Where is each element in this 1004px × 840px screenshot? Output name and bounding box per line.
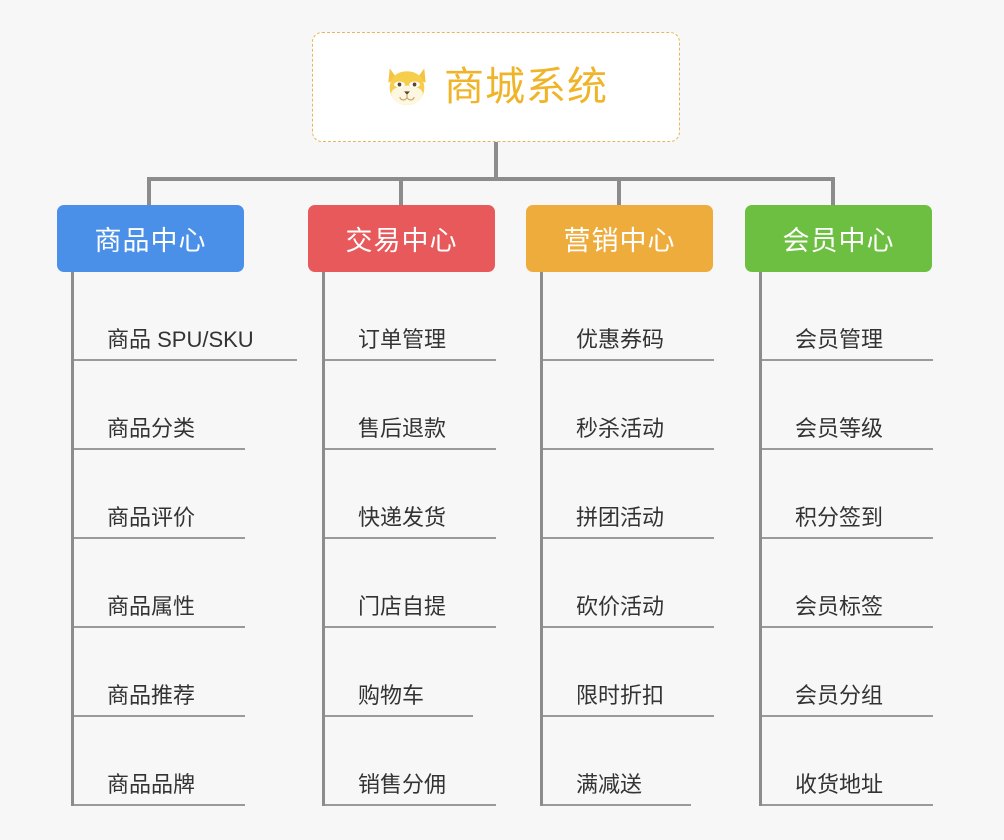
- leaf-label: 购物车: [358, 683, 425, 708]
- leaf-item[interactable]: 商品属性: [74, 539, 297, 628]
- leaf-item[interactable]: 限时折扣: [543, 628, 756, 717]
- category-header-3[interactable]: 营销中心: [526, 205, 713, 272]
- leaf-item[interactable]: 商品品牌: [74, 717, 297, 806]
- leaf-underline: [543, 715, 714, 717]
- leaf-underline: [762, 448, 933, 450]
- leaf-item[interactable]: 商品 SPU/SKU: [74, 272, 297, 361]
- leaf-item[interactable]: 商品分类: [74, 361, 297, 450]
- leaf-item[interactable]: 收货地址: [762, 717, 975, 806]
- leaf-underline: [762, 715, 933, 717]
- leaf-label: 积分签到: [795, 505, 884, 530]
- shiba-dog-icon: [388, 68, 426, 105]
- leaf-item[interactable]: 购物车: [325, 628, 538, 717]
- connector-horizontal-bus: [147, 177, 835, 181]
- leaf-underline: [74, 537, 245, 539]
- leaf-label: 秒杀活动: [576, 416, 665, 441]
- branch-column-2: 交易中心 订单管理 售后退款 快递发货 门店自提 购物车: [308, 205, 538, 806]
- leaf-underline: [543, 537, 714, 539]
- leaf-list-4: 会员管理 会员等级 积分签到 会员标签 会员分组 收货地址: [759, 272, 975, 806]
- leaf-underline: [74, 359, 297, 361]
- leaf-underline: [325, 448, 496, 450]
- category-label-2: 交易中心: [345, 226, 458, 256]
- leaf-underline: [543, 804, 691, 806]
- leaf-label: 会员标签: [795, 594, 884, 619]
- category-header-1[interactable]: 商品中心: [57, 205, 244, 272]
- category-header-4[interactable]: 会员中心: [745, 205, 932, 272]
- leaf-label: 会员管理: [795, 327, 884, 352]
- leaf-underline: [74, 715, 245, 717]
- leaf-underline: [325, 537, 496, 539]
- root-node[interactable]: 商城系统: [312, 32, 680, 142]
- leaf-label: 拼团活动: [576, 505, 665, 530]
- leaf-label: 售后退款: [358, 416, 447, 441]
- leaf-underline: [543, 359, 714, 361]
- leaf-list-1: 商品 SPU/SKU 商品分类 商品评价 商品属性 商品推荐 商品品牌: [71, 272, 297, 806]
- leaf-item[interactable]: 会员管理: [762, 272, 975, 361]
- leaf-label: 订单管理: [358, 327, 447, 352]
- leaf-label: 砍价活动: [576, 594, 665, 619]
- leaf-item[interactable]: 会员标签: [762, 539, 975, 628]
- leaf-item[interactable]: 拼团活动: [543, 450, 756, 539]
- category-label-1: 商品中心: [94, 226, 207, 256]
- branch-column-1: 商品中心 商品 SPU/SKU 商品分类 商品评价 商品属性 商品推荐: [57, 205, 297, 806]
- leaf-item[interactable]: 订单管理: [325, 272, 538, 361]
- leaf-label: 会员分组: [795, 683, 884, 708]
- leaf-label: 商品推荐: [107, 683, 196, 708]
- leaf-item[interactable]: 积分签到: [762, 450, 975, 539]
- leaf-underline: [762, 537, 933, 539]
- leaf-label: 商品属性: [107, 594, 196, 619]
- leaf-underline: [74, 804, 245, 806]
- connector-root-stem: [494, 142, 498, 180]
- leaf-label: 优惠券码: [576, 327, 665, 352]
- leaf-label: 快递发货: [358, 505, 447, 530]
- leaf-label: 商品品牌: [107, 772, 196, 797]
- leaf-item[interactable]: 会员分组: [762, 628, 975, 717]
- category-header-2[interactable]: 交易中心: [308, 205, 495, 272]
- leaf-label: 门店自提: [358, 594, 447, 619]
- leaf-item[interactable]: 优惠券码: [543, 272, 756, 361]
- connector-drop-2: [399, 177, 403, 208]
- leaf-item[interactable]: 门店自提: [325, 539, 538, 628]
- leaf-underline: [74, 626, 245, 628]
- leaf-item[interactable]: 满减送: [543, 717, 756, 806]
- leaf-item[interactable]: 会员等级: [762, 361, 975, 450]
- leaf-label: 收货地址: [795, 772, 884, 797]
- category-label-4: 会员中心: [782, 226, 895, 256]
- leaf-item[interactable]: 秒杀活动: [543, 361, 756, 450]
- leaf-label: 会员等级: [795, 416, 884, 441]
- leaf-underline: [762, 359, 933, 361]
- leaf-item[interactable]: 砍价活动: [543, 539, 756, 628]
- leaf-item[interactable]: 销售分佣: [325, 717, 538, 806]
- leaf-label: 商品分类: [107, 416, 196, 441]
- leaf-label: 商品 SPU/SKU: [107, 327, 254, 352]
- branch-column-4: 会员中心 会员管理 会员等级 积分签到 会员标签 会员分组: [745, 205, 975, 806]
- leaf-list-3: 优惠券码 秒杀活动 拼团活动 砍价活动 限时折扣 满减送: [540, 272, 756, 806]
- leaf-underline: [543, 448, 714, 450]
- category-label-3: 营销中心: [563, 226, 676, 256]
- leaf-label: 满减送: [576, 772, 643, 797]
- leaf-underline: [325, 359, 496, 361]
- leaf-underline: [325, 715, 473, 717]
- root-title: 商城系统: [444, 65, 608, 109]
- leaf-underline: [74, 448, 245, 450]
- leaf-item[interactable]: 商品推荐: [74, 628, 297, 717]
- leaf-label: 商品评价: [107, 505, 196, 530]
- leaf-underline: [762, 626, 933, 628]
- leaf-item[interactable]: 售后退款: [325, 361, 538, 450]
- leaf-label: 销售分佣: [358, 772, 447, 797]
- connector-drop-4: [831, 177, 835, 208]
- connector-drop-3: [617, 177, 621, 208]
- leaf-underline: [325, 626, 496, 628]
- leaf-label: 限时折扣: [576, 683, 665, 708]
- leaf-underline: [543, 626, 714, 628]
- branch-column-3: 营销中心 优惠券码 秒杀活动 拼团活动 砍价活动 限时折扣: [526, 205, 756, 806]
- leaf-item[interactable]: 快递发货: [325, 450, 538, 539]
- leaf-item[interactable]: 商品评价: [74, 450, 297, 539]
- leaf-list-2: 订单管理 售后退款 快递发货 门店自提 购物车 销售分佣: [322, 272, 538, 806]
- connector-drop-1: [147, 177, 151, 208]
- leaf-underline: [325, 804, 496, 806]
- leaf-underline: [762, 804, 933, 806]
